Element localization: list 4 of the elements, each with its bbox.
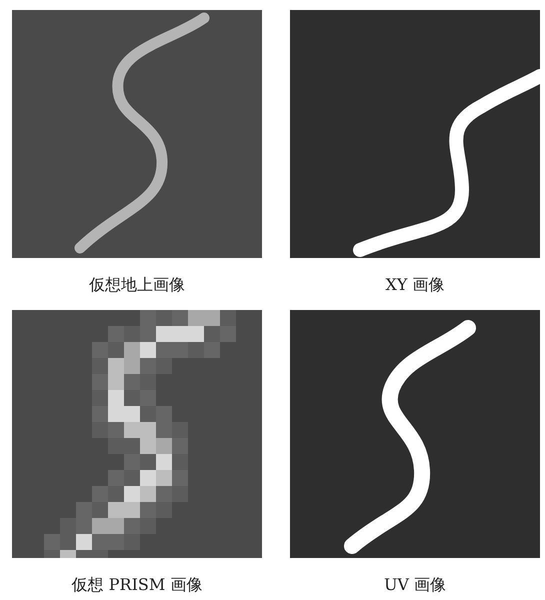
image-caption: XY 画像 <box>384 275 446 296</box>
image-caption: 仮想 PRISM 画像 <box>70 575 204 596</box>
image-caption: UV 画像 <box>382 575 448 596</box>
image-caption: 仮想地上画像 <box>88 275 186 296</box>
